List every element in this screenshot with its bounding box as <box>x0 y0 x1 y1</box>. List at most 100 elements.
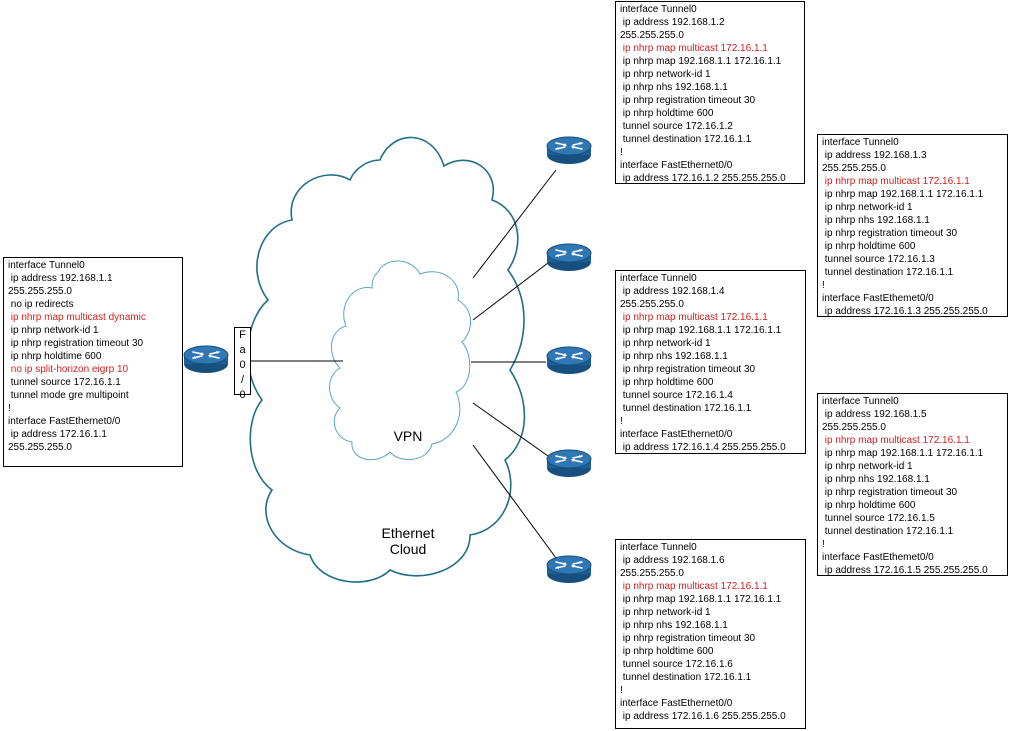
spoke-config-box: interface Tunnel0 ip address 192.168.1.3… <box>817 134 1008 317</box>
config-line: tunnel destination 172.16.1.1 <box>822 526 954 537</box>
config-line: ip nhrp nhs 192.168.1.1 <box>822 474 930 485</box>
config-line-highlighted: ip nhrp map multicast 172.16.1.1 <box>620 43 768 54</box>
port-char: a <box>239 344 246 356</box>
config-line: ip address 172.16.1.4 255.255.255.0 <box>620 442 786 453</box>
config-line: ip nhrp network-id 1 <box>620 338 711 349</box>
config-line: tunnel destination 172.16.1.1 <box>822 267 954 278</box>
spoke-config-box: interface Tunnel0 ip address 192.168.1.2… <box>615 1 805 184</box>
config-line: no ip redirects <box>8 299 74 310</box>
config-line: ip nhrp holdtime 600 <box>620 108 714 119</box>
link-cloud-to-spoke-2 <box>472 169 557 279</box>
port-char: / <box>240 374 245 386</box>
config-line: tunnel source 172.16.1.2 <box>620 121 733 132</box>
config-line: ip nhrp registration timeout 30 <box>822 228 958 239</box>
ethernet-cloud-label: Ethernet Cloud <box>368 525 448 557</box>
config-line: interface FastEthemet0/0 <box>822 552 934 563</box>
config-line: ip address 192.168.1.1 <box>8 273 113 284</box>
config-line: ip address 172.16.1.2 255.255.255.0 <box>620 173 786 184</box>
config-line: ip nhrp registration timeout 30 <box>822 487 958 498</box>
config-line: ip nhrp registration timeout 30 <box>620 95 756 106</box>
config-line: 255.255.255.0 <box>822 422 886 433</box>
spoke-config-box: interface Tunnel0 ip address 192.168.1.6… <box>615 539 806 729</box>
port-char: 0 <box>239 359 246 371</box>
config-line: ip address 192.168.1.3 <box>822 150 927 161</box>
config-line: ip nhrp holdtime 600 <box>822 500 916 511</box>
config-line: tunnel source 172.16.1.4 <box>620 390 733 401</box>
config-line-highlighted: ip nhrp map multicast 172.16.1.1 <box>620 581 768 592</box>
config-line: ! <box>620 147 623 158</box>
config-line: tunnel mode gre multipoint <box>8 390 129 401</box>
spoke-config-box: interface Tunnel0 ip address 192.168.1.4… <box>615 270 806 454</box>
link-cloud-to-spoke-5 <box>472 402 549 457</box>
config-line: ip nhrp holdtime 600 <box>620 377 714 388</box>
config-line: interface FastEthernet0/0 <box>620 698 733 709</box>
config-line: tunnel source 172.16.1.3 <box>822 254 935 265</box>
config-line: ip nhrp map 192.168.1.1 172.16.1.1 <box>822 448 984 459</box>
config-line: interface FastEthernet0/0 <box>8 416 121 427</box>
config-line: ip address 172.16.1.1 <box>8 429 107 440</box>
config-line: ip address 172.16.1.6 255.255.255.0 <box>620 711 786 722</box>
config-line-highlighted: ip nhrp map multicast dynamic <box>8 312 146 323</box>
config-line: ip address 172.16.1.3 255.255.255.0 <box>822 306 988 317</box>
hub-config-box: interface Tunnel0 ip address 192.168.1.1… <box>3 257 183 467</box>
config-line: interface FastEthernet0/0 <box>620 429 733 440</box>
config-line: ip nhrp network-id 1 <box>822 461 913 472</box>
hub-router-icon <box>183 345 229 374</box>
config-line: 255.255.255.0 <box>8 286 72 297</box>
config-line: tunnel source 172.16.1.6 <box>620 659 733 670</box>
config-line: ! <box>8 403 11 414</box>
config-line: 255.255.255.0 <box>620 299 684 310</box>
config-line: ip nhrp network-id 1 <box>620 69 711 80</box>
config-line: ip nhrp network-id 1 <box>8 325 99 336</box>
config-line: tunnel destination 172.16.1.1 <box>620 134 752 145</box>
config-line: tunnel source 172.16.1.5 <box>822 513 935 524</box>
config-line: ! <box>822 280 825 291</box>
config-line: ip nhrp nhs 192.168.1.1 <box>620 620 728 631</box>
link-cloud-to-spoke-6 <box>472 444 557 559</box>
config-line: interface Tunnel0 <box>620 273 697 284</box>
fastethernet-port-label: F a 0 / 0 <box>234 327 251 401</box>
config-line-highlighted: ip nhrp map multicast 172.16.1.1 <box>822 435 970 446</box>
config-line: interface FastEthernet0/0 <box>620 160 733 171</box>
spoke-router-icon <box>546 449 592 478</box>
config-line: ip address 172.16.1.5 255.255.255.0 <box>822 565 988 576</box>
config-line: ip nhrp network-id 1 <box>620 607 711 618</box>
ethernet-cloud-label-line2: Cloud <box>389 541 427 557</box>
port-char: F <box>239 329 246 341</box>
config-line: 255.255.255.0 <box>620 568 684 579</box>
config-line: ip nhrp map 192.168.1.1 172.16.1.1 <box>822 189 984 200</box>
spoke-router-icon <box>546 136 592 165</box>
config-line: interface Tunnel0 <box>822 396 899 407</box>
config-line: ip nhrp holdtime 600 <box>822 241 916 252</box>
config-line: ip nhrp map 192.168.1.1 172.16.1.1 <box>620 56 782 67</box>
config-line: ip nhrp map 192.168.1.1 172.16.1.1 <box>620 594 782 605</box>
config-line: tunnel source 172.16.1.1 <box>8 377 121 388</box>
ethernet-cloud-label-line1: Ethernet <box>381 525 435 541</box>
config-line: ip nhrp holdtime 600 <box>620 646 714 657</box>
config-line: 255.255.255.0 <box>822 163 886 174</box>
config-line: ip address 192.168.1.2 <box>620 17 725 28</box>
config-line: ! <box>620 416 623 427</box>
spoke-config-box: interface Tunnel0 ip address 192.168.1.5… <box>817 393 1008 576</box>
vpn-label: VPN <box>393 428 423 444</box>
config-line-highlighted: ip nhrp map multicast 172.16.1.1 <box>822 176 970 187</box>
config-line: ip nhrp registration timeout 30 <box>620 364 756 375</box>
spoke-router-icon <box>546 243 592 272</box>
config-line: ip nhrp registration timeout 30 <box>620 633 756 644</box>
config-line: interface FastEthemet0/0 <box>822 293 934 304</box>
config-line: tunnel destination 172.16.1.1 <box>620 403 752 414</box>
spoke-router-icon <box>546 346 592 375</box>
port-char: 0 <box>239 389 246 401</box>
config-line: ip address 192.168.1.4 <box>620 286 725 297</box>
config-line: ip nhrp nhs 192.168.1.1 <box>620 82 728 93</box>
config-line-highlighted: no ip split-horizon eigrp 10 <box>8 364 129 375</box>
config-line: interface Tunnel0 <box>822 137 899 148</box>
config-line: tunnel destination 172.16.1.1 <box>620 672 752 683</box>
config-line: ip nhrp holdtime 600 <box>8 351 102 362</box>
config-line: ip address 192.168.1.6 <box>620 555 725 566</box>
spoke-router-icon <box>546 555 592 584</box>
config-line: 255.255.255.0 <box>8 442 72 453</box>
config-line: ip address 192.168.1.5 <box>822 409 927 420</box>
config-line: ip nhrp registration timeout 30 <box>8 338 144 349</box>
